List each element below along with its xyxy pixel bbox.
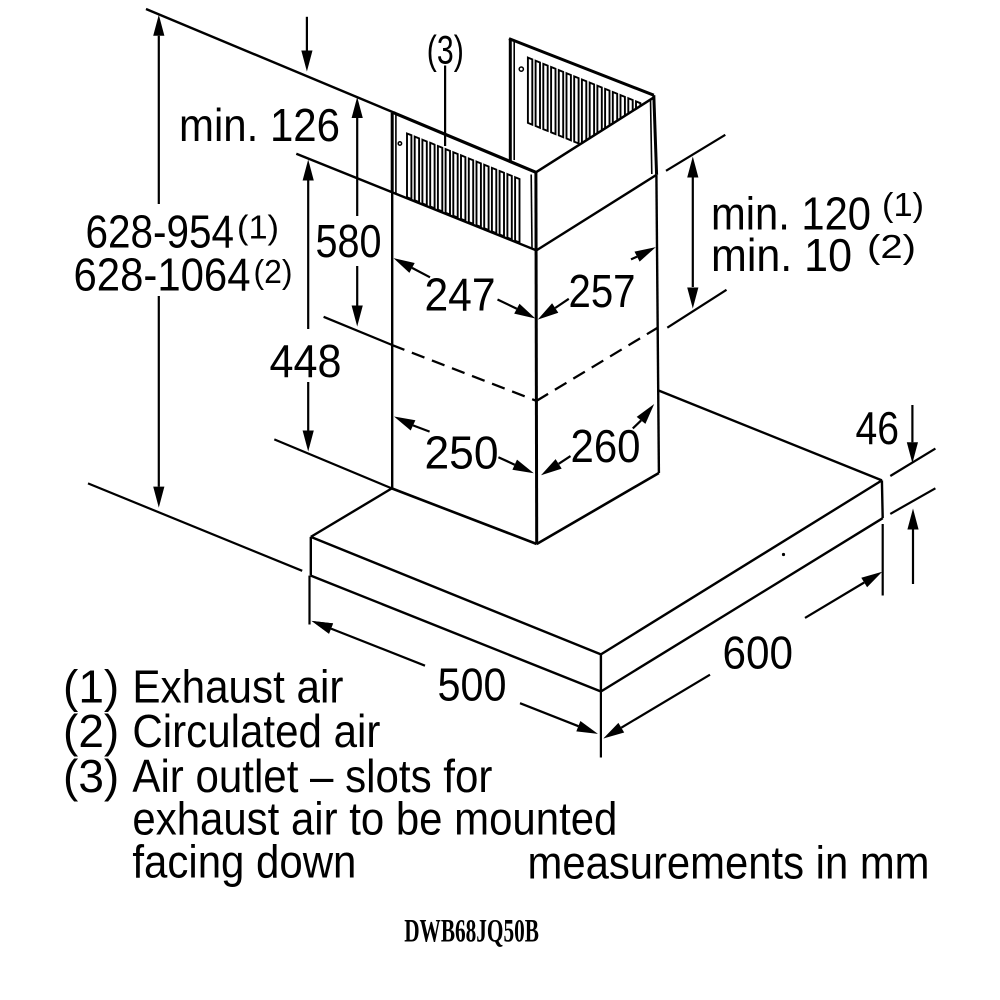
svg-text:(1): (1) <box>882 186 924 223</box>
svg-text:(3): (3) <box>427 28 464 72</box>
svg-text:exhaust air to be mounted: exhaust air to be mounted <box>132 793 617 845</box>
svg-text:(2): (2) <box>254 253 293 290</box>
svg-text:(2): (2) <box>867 228 916 265</box>
svg-text:facing down: facing down <box>132 836 356 888</box>
svg-text:628-1064: 628-1064 <box>74 249 251 301</box>
svg-text:min. 10: min. 10 <box>711 229 852 281</box>
svg-text:(1): (1) <box>237 209 279 246</box>
svg-text:580: 580 <box>316 215 382 267</box>
svg-text:Exhaust air: Exhaust air <box>132 661 343 713</box>
svg-text:(2): (2) <box>63 705 119 757</box>
svg-text:260: 260 <box>571 420 641 472</box>
svg-text:(1): (1) <box>63 661 119 713</box>
svg-text:min. 120: min. 120 <box>711 188 871 240</box>
svg-text:Circulated air: Circulated air <box>132 705 380 757</box>
svg-text:Air outlet – slots for: Air outlet – slots for <box>132 750 492 802</box>
svg-text:min. 126: min. 126 <box>179 99 340 151</box>
svg-text:46: 46 <box>856 402 900 454</box>
svg-text:DWB68JQ50B: DWB68JQ50B <box>404 913 539 950</box>
svg-text:448: 448 <box>270 335 342 387</box>
svg-text:247: 247 <box>425 269 496 321</box>
svg-text:600: 600 <box>723 627 794 679</box>
svg-text:628-954: 628-954 <box>86 205 235 257</box>
svg-text:500: 500 <box>438 659 507 711</box>
svg-text:250: 250 <box>425 427 499 479</box>
svg-text:(3): (3) <box>63 750 119 802</box>
svg-text:257: 257 <box>569 265 636 317</box>
svg-text:measurements in mm: measurements in mm <box>528 837 930 889</box>
